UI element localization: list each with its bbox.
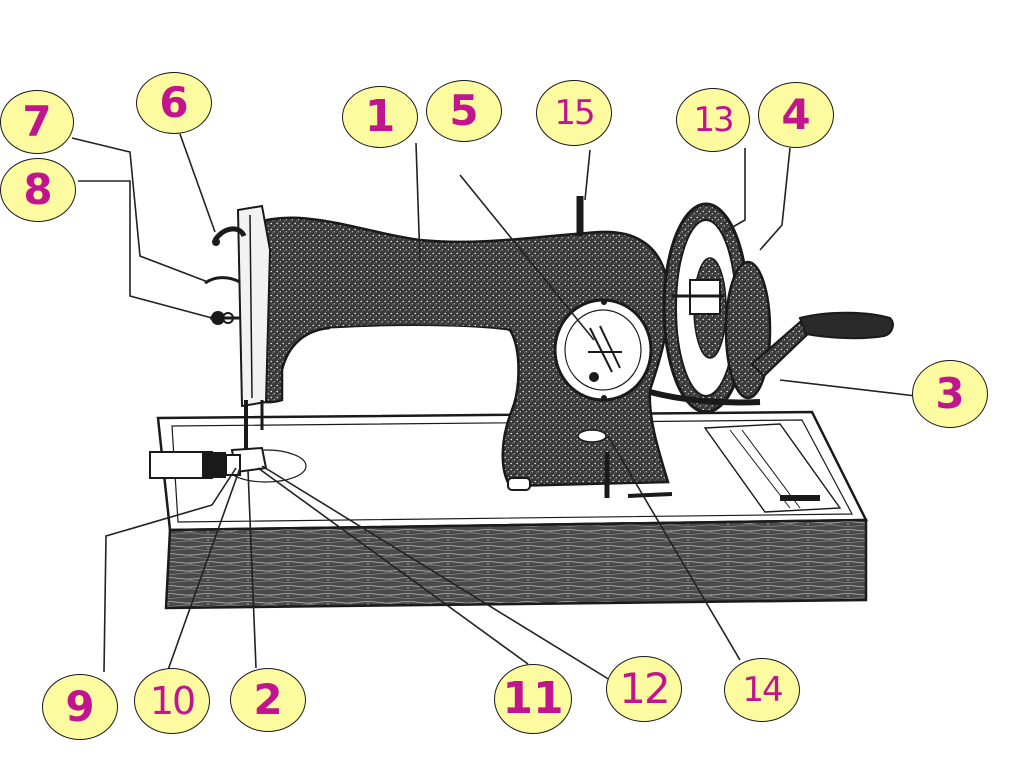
machine-arm	[248, 216, 670, 488]
leader-line-8	[78, 180, 213, 319]
leader-line-10	[167, 467, 241, 671]
thread-guide	[204, 276, 241, 285]
callout-10-label: 10	[149, 679, 196, 723]
leader-line-9	[103, 467, 237, 673]
callout-2: 2	[230, 668, 306, 732]
leader-line-6	[179, 133, 216, 233]
callout-1: 1	[342, 86, 418, 148]
crank-handle	[798, 311, 894, 340]
leader-line-3	[779, 379, 917, 397]
callout-14-label: 14	[742, 670, 783, 710]
machine-head-faceplate	[236, 204, 272, 408]
callout-8: 8	[0, 158, 76, 222]
callout-11: 11	[494, 664, 572, 734]
tension-assembly	[210, 311, 240, 325]
leader-lines	[71, 133, 917, 681]
callout-4: 4	[758, 82, 834, 148]
base-front-panel	[164, 518, 868, 610]
callout-3-label: 3	[935, 369, 965, 418]
take-up-lever	[212, 226, 247, 242]
callout-12-label: 12	[619, 664, 670, 713]
leader-line-2	[247, 469, 257, 669]
callout-4-label: 4	[781, 90, 811, 139]
base-slide-plate	[703, 423, 842, 513]
callout-3: 3	[912, 360, 988, 428]
callout-14: 14	[724, 658, 800, 722]
leader-line-14	[607, 435, 741, 661]
callout-1-label: 1	[364, 91, 396, 142]
leader-line-5	[459, 174, 595, 341]
hand-wheel-assembly	[649, 202, 894, 414]
leader-line-12	[261, 465, 611, 681]
callout-5-label: 5	[449, 86, 479, 135]
leader-line-15	[584, 149, 591, 201]
callout-5: 5	[426, 80, 502, 142]
callout-15-label: 15	[554, 93, 595, 133]
callout-7-label: 7	[22, 97, 52, 146]
callout-7: 7	[0, 90, 74, 154]
leader-line-1	[415, 142, 421, 263]
bobbin-winder-plate	[553, 298, 653, 402]
leader-line-11	[257, 467, 529, 665]
callout-13: 13	[676, 88, 750, 152]
leader-line-13	[723, 148, 746, 233]
crank-disc	[724, 260, 772, 400]
leader-line-7	[71, 137, 209, 283]
shuttle-assembly	[149, 451, 241, 479]
callout-10: 10	[134, 668, 210, 734]
leader-line-4	[759, 147, 791, 251]
callout-11-label: 11	[502, 673, 564, 724]
callout-9: 9	[42, 674, 118, 740]
callout-8-label: 8	[23, 165, 53, 214]
callout-15: 15	[536, 80, 612, 146]
callout-9-label: 9	[65, 682, 95, 731]
callout-12: 12	[606, 656, 682, 722]
callout-13-label: 13	[693, 100, 734, 140]
callout-6: 6	[136, 72, 212, 134]
callout-2-label: 2	[253, 675, 283, 724]
machine-body	[149, 196, 670, 498]
callout-6-label: 6	[159, 78, 189, 127]
